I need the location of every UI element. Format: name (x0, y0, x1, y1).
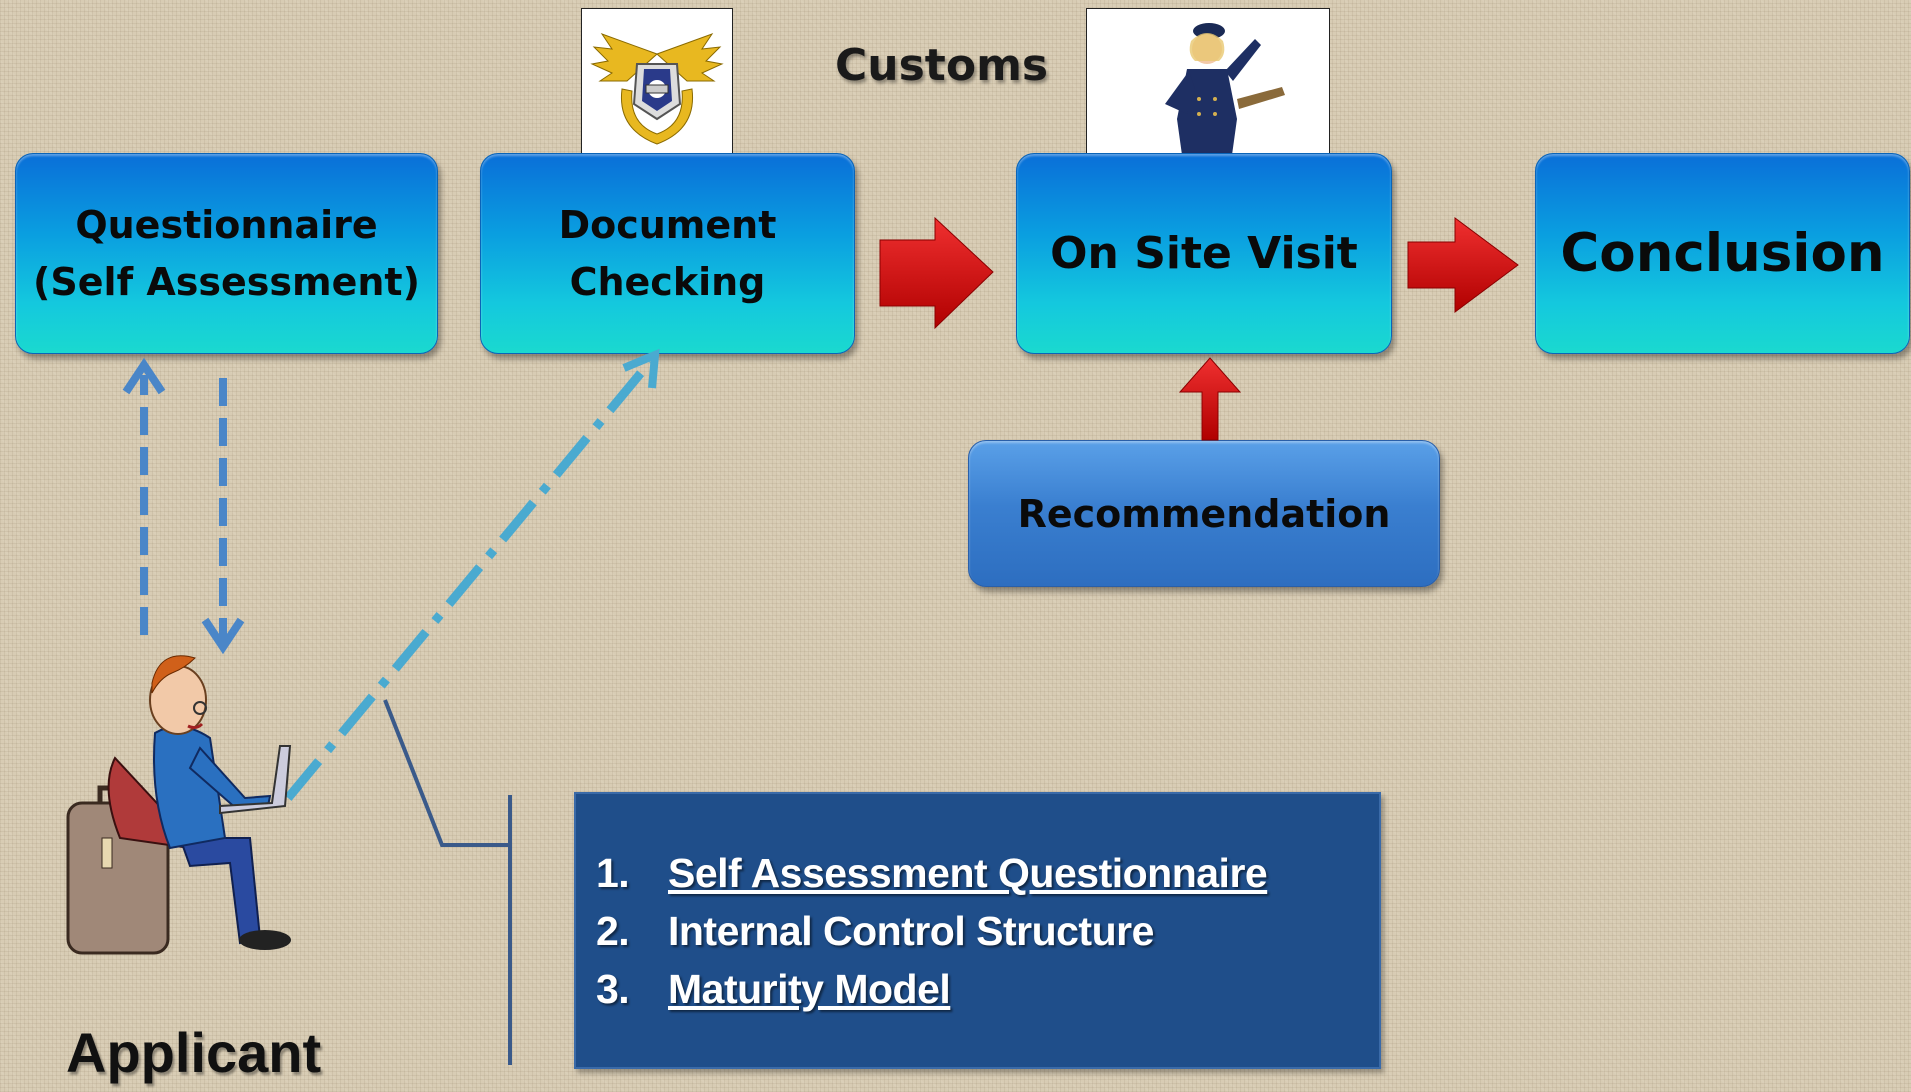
officer-illustration (1086, 8, 1330, 156)
document-checking-step: Document Checking (480, 153, 855, 354)
self-assessment-questionnaire-link[interactable]: Self Assessment Questionnaire (668, 850, 1268, 896)
arrow-recommendation-up (1178, 357, 1242, 441)
customs-emblem-icon (581, 8, 733, 160)
arrow-to-conclusion (1407, 217, 1519, 313)
questionnaire-step-label: Questionnaire (Self Assessment) (33, 202, 420, 304)
list-item-number: 2. (596, 908, 630, 954)
requirements-list-box: 1. Self Assessment Questionnaire 2. Intern… (574, 792, 1381, 1069)
customs-label: Customs (835, 40, 1049, 91)
conclusion-step-label: Conclusion (1560, 223, 1885, 284)
on-site-visit-step: On Site Visit (1016, 153, 1392, 354)
dash-dot-arrow (284, 359, 654, 801)
maturity-model-link[interactable]: Maturity Model (668, 966, 951, 1012)
applicant-illustration (60, 638, 300, 958)
list-item: 2. Internal Control Structure (596, 902, 1379, 960)
applicant-label: Applicant (66, 1021, 322, 1084)
questionnaire-step: Questionnaire (Self Assessment) (15, 153, 438, 354)
list-item-number: 3. (596, 966, 630, 1012)
callout-line (383, 699, 508, 847)
arrow-to-on-site-visit (879, 216, 994, 330)
list-item: 1. Self Assessment Questionnaire (596, 844, 1379, 902)
internal-control-structure-text: Internal Control Structure (668, 908, 1154, 954)
document-checking-step-label: Document Checking (558, 202, 777, 304)
on-site-visit-step-label: On Site Visit (1050, 228, 1358, 279)
requirements-list: 1. Self Assessment Questionnaire 2. Intern… (576, 794, 1379, 1018)
recommendation-step-label: Recommendation (1017, 491, 1391, 536)
recommendation-step: Recommendation (968, 440, 1440, 587)
conclusion-step: Conclusion (1535, 153, 1910, 354)
list-item-number: 1. (596, 850, 630, 896)
list-item: 3. Maturity Model (596, 960, 1379, 1018)
